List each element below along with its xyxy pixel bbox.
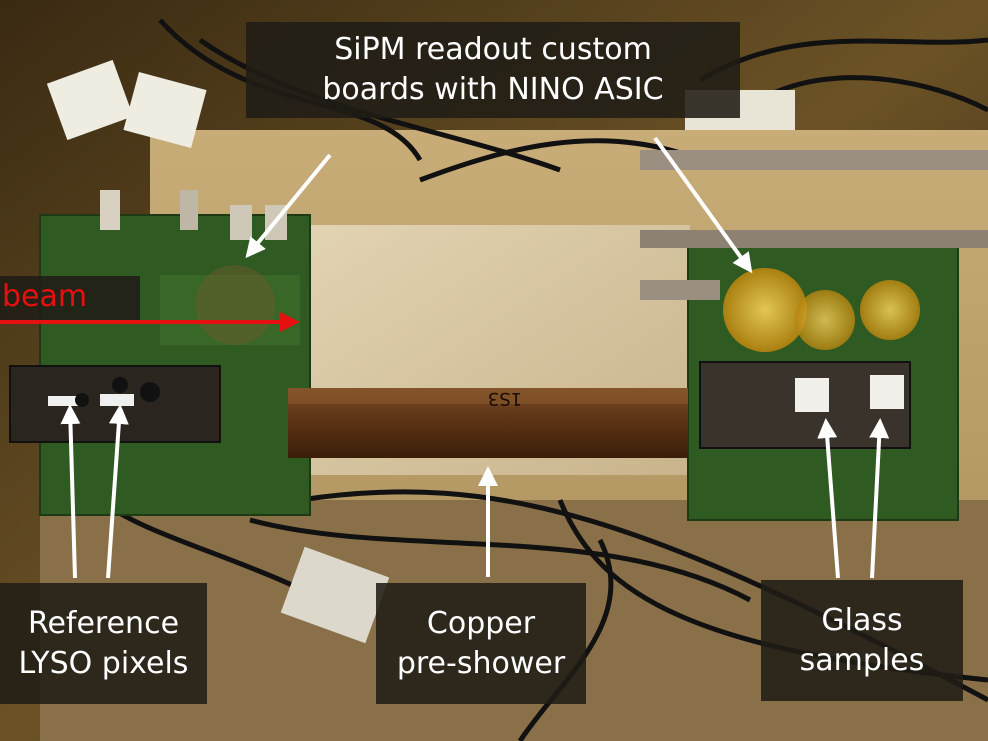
label-copper-line1: Copper [426,605,536,641]
arrow-glass-1 [817,418,840,579]
glass-dome-left [723,268,807,352]
label-readout-boards: SiPM readout custom boards with NINO ASI… [246,22,740,118]
label-readout-line2: boards with NINO ASIC [322,72,664,107]
glass-dome-right [860,280,920,340]
copper-preshower: 1S3 [288,388,688,458]
annotation-arrows [60,136,890,579]
arrow-readout-left [245,153,332,259]
label-readout-line1: SiPM readout custom [334,32,652,67]
label-copper-preshower: Copper pre-shower [376,583,586,704]
label-glass-line2: samples [799,642,925,678]
label-reference-pixels: Reference LYSO pixels [0,583,207,704]
arrow-reference-1 [60,404,81,579]
label-beam: beam [2,279,88,314]
label-beam-background [0,276,140,320]
arrow-readout-right [653,136,753,274]
arrow-glass-2 [869,418,890,579]
left-board [9,190,311,516]
label-reference-line2: LYSO pixels [18,645,189,681]
label-glass-samples: Glass samples [761,580,963,701]
copper-block-marking: 1S3 [488,388,522,409]
arrow-reference-2 [106,404,129,579]
label-reference-line1: Reference [27,605,180,641]
label-copper-line2: pre-shower [396,645,566,681]
label-glass-line1: Glass [821,602,903,638]
glass-dome-center [795,290,855,350]
